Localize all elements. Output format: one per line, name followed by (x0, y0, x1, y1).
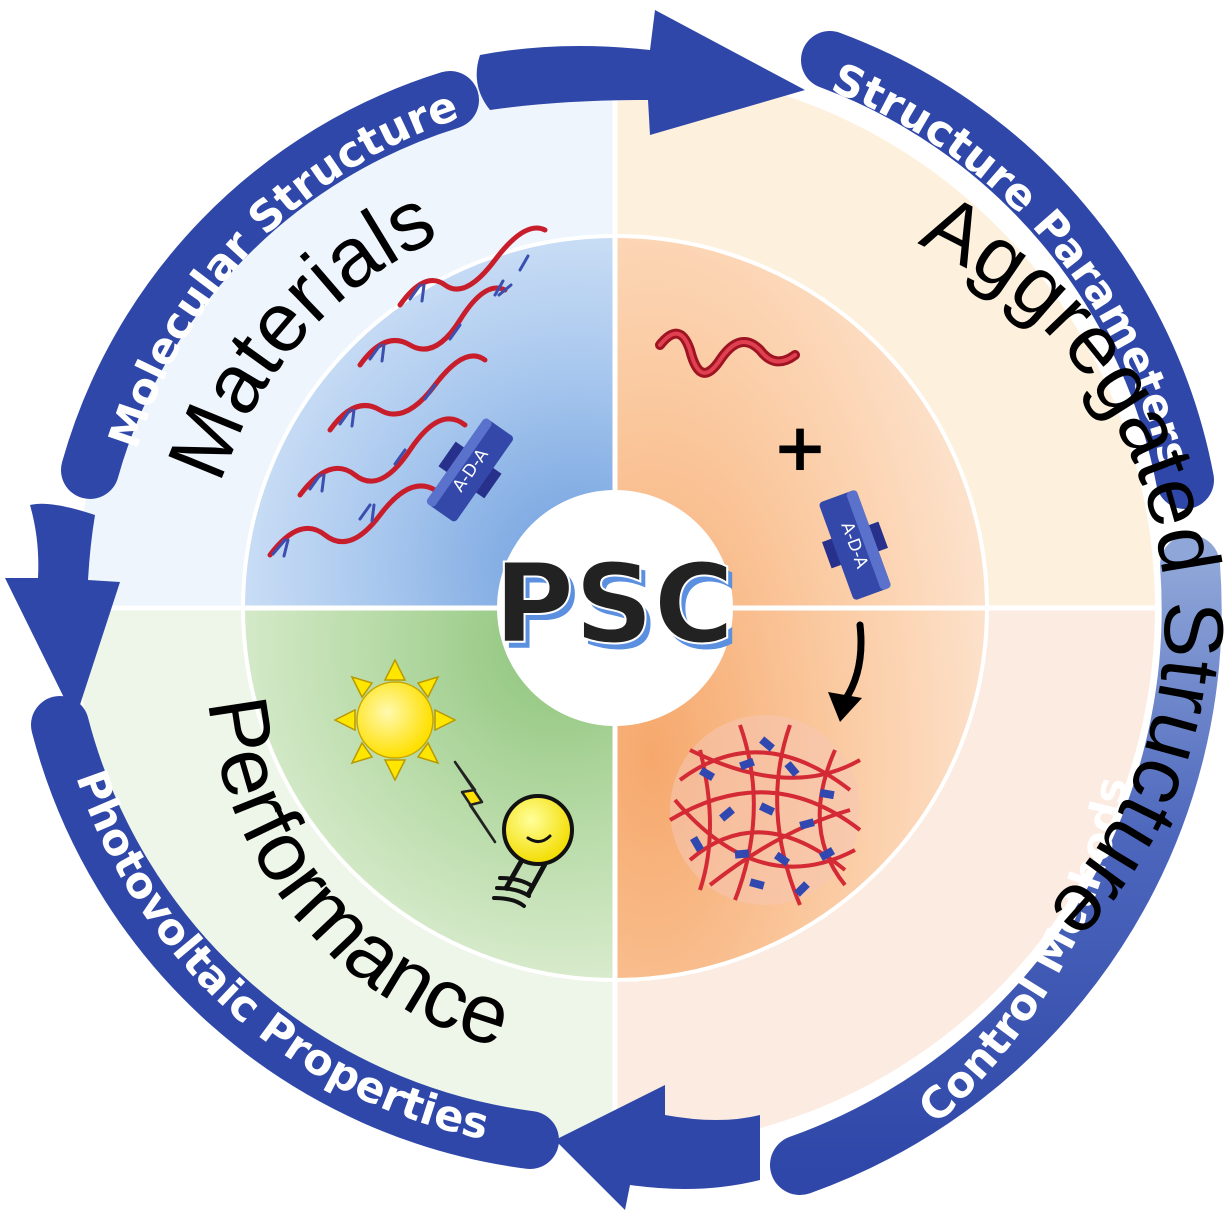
lightning-bolt-icon (453, 760, 497, 844)
polymer-chain-icon (267, 225, 548, 558)
cycle-ring (31, 31, 1222, 1195)
psc-shadow: PSC (499, 546, 740, 674)
plus-sign: + (772, 409, 827, 486)
cycle-arrow-icon (555, 1085, 760, 1210)
sun-icon (333, 658, 457, 782)
down-arrow-icon (828, 621, 865, 722)
blend-network-icon (668, 715, 862, 906)
cycle-arrow-icon (476, 10, 805, 135)
center-badge: PSC PSC (493, 490, 740, 726)
cycle-arrow-icon (5, 503, 120, 720)
arc-control-methods (770, 535, 1222, 1195)
acceptor-molecule-icon: A-D-A (427, 418, 513, 522)
acceptor-molecule-icon: A-D-A (819, 490, 891, 600)
polymer-segment-icon (655, 328, 800, 378)
arc-photovoltaic-properties (31, 696, 559, 1169)
cycle-arrows (5, 10, 805, 1210)
arc-molecular-structure (61, 71, 479, 499)
arc-structure-parameters (801, 31, 1214, 509)
psc-title: PSC (494, 540, 735, 668)
light-bulb-icon (492, 794, 574, 908)
